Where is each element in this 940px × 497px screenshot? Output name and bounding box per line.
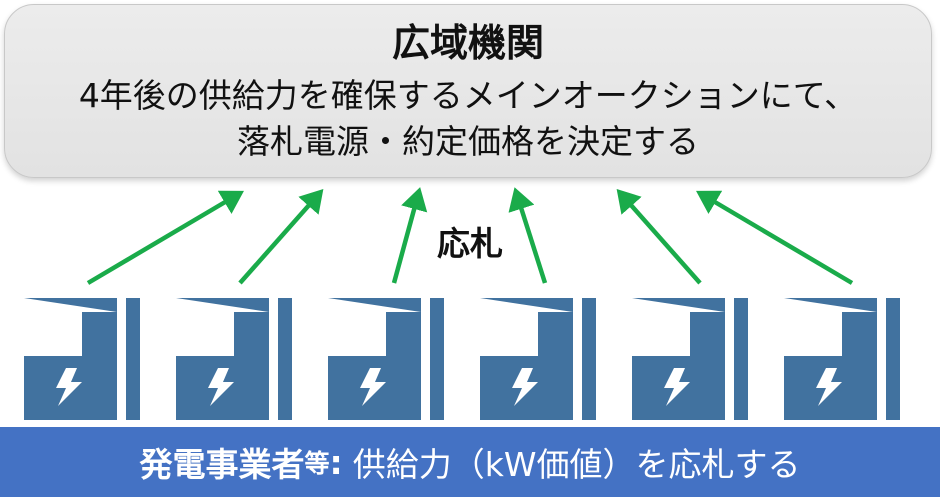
footer-generator-label: 発電事業者 <box>139 445 305 484</box>
lightning-bolt-icon <box>208 368 234 406</box>
footer-description: 供給力（kW価値）を応札する <box>352 445 801 484</box>
power-plant-2 <box>176 298 292 420</box>
organization-description-line-2: 落札電源・約定価格を決定する <box>237 122 699 161</box>
power-plant-icon <box>326 296 446 420</box>
lightning-bolt-icon <box>664 368 690 406</box>
bid-arrow-3 <box>391 187 428 284</box>
power-plant-icon <box>630 296 750 420</box>
organization-title: 広域機関 <box>391 21 544 65</box>
lightning-bolt-icon <box>360 368 386 406</box>
power-plant-6 <box>784 298 900 420</box>
bid-arrow-2 <box>238 188 324 285</box>
footer-etc-label: 等 <box>304 449 330 478</box>
power-plant-icon <box>478 296 598 420</box>
bid-arrow-5 <box>616 188 702 285</box>
power-plant-icon <box>22 296 142 420</box>
bid-arrow-4 <box>508 187 548 284</box>
lightning-bolt-icon <box>56 368 82 406</box>
bid-label: 応札 <box>437 224 503 263</box>
power-plant-3 <box>328 298 444 420</box>
power-plant-5 <box>632 298 748 420</box>
lightning-bolt-icon <box>512 368 538 406</box>
bid-arrow-6 <box>696 190 854 285</box>
organization-description-line-1: 4年後の供給力を確保するメインオークションにて、 <box>78 76 858 115</box>
footer-bar: 発電事業者等:供給力（kW価値）を応札する <box>0 427 940 497</box>
bid-arrow-1 <box>86 190 244 285</box>
power-plant-icon <box>174 296 294 420</box>
lightning-bolt-icon <box>816 368 842 406</box>
organization-box: 広域機関 4年後の供給力を確保するメインオークションにて、 落札電源・約定価格を… <box>4 4 932 178</box>
footer-colon: : <box>329 442 343 482</box>
power-plant-1 <box>24 298 140 420</box>
power-plant-icon <box>782 296 902 420</box>
power-plant-4 <box>480 298 596 420</box>
